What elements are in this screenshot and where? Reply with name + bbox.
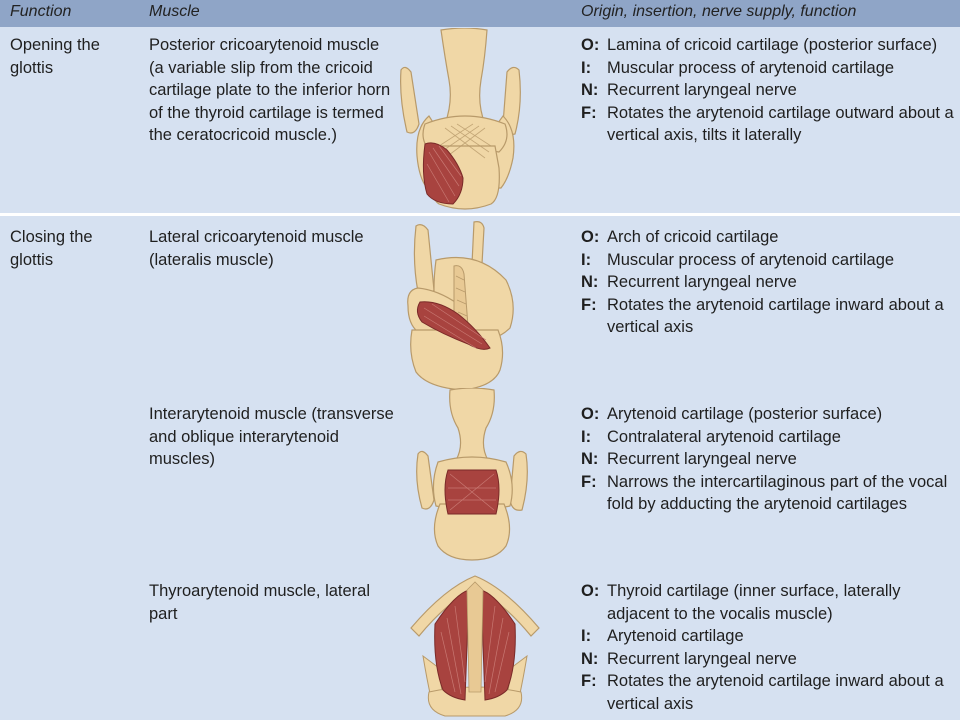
header-muscle: Muscle <box>149 3 200 20</box>
label-o: O: <box>581 228 600 246</box>
detail-insertion: I: Contralateral arytenoid cartilage <box>581 426 960 449</box>
label-o: O: <box>581 582 600 600</box>
label-i: I: <box>581 58 592 77</box>
lateral-cricoarytenoid-illustration <box>407 221 514 391</box>
detail-nerve: N: Recurrent laryngeal nerve <box>581 271 960 294</box>
details-thyroarytenoid: O: Thyroid cartilage (inner surface, late… <box>581 580 960 715</box>
muscle-lateral-cricoarytenoid: Lateral cricoarytenoid muscle (lateralis… <box>149 228 364 269</box>
text-origin: Arch of cricoid cartilage <box>607 228 779 246</box>
label-f: F: <box>581 295 597 314</box>
detail-insertion: I: Muscular process of arytenoid cartilag… <box>581 57 960 80</box>
text-nerve: Recurrent laryngeal nerve <box>607 273 797 291</box>
text-origin: Arytenoid cartilage (posterior surface) <box>607 405 883 423</box>
table-header: Function Muscle Origin, insertion, nerve… <box>0 0 960 27</box>
text-function: Rotates the arytenoid cartilage inward a… <box>607 672 944 713</box>
detail-origin: O: Lamina of cricoid cartilage (posterior… <box>581 34 960 57</box>
text-nerve: Recurrent laryngeal nerve <box>607 81 797 99</box>
label-i: I: <box>581 427 592 446</box>
detail-function: F: Narrows the intercartilaginous part of… <box>581 471 960 516</box>
header-function: Function <box>10 3 72 20</box>
function-opening: Opening the glottis <box>10 36 100 77</box>
function-closing: Closing the glottis <box>10 228 93 269</box>
detail-function: F: Rotates the arytenoid cartilage inward… <box>581 670 960 715</box>
header-origin: Origin, insertion, nerve supply, functio… <box>581 3 857 20</box>
text-insertion: Muscular process of arytenoid cartilage <box>607 250 895 269</box>
details-posterior-cricoarytenoid: O: Lamina of cricoid cartilage (posterior… <box>581 34 960 147</box>
text-insertion: Contralateral arytenoid cartilage <box>607 427 841 446</box>
detail-function: F: Rotates the arytenoid cartilage outwar… <box>581 102 960 147</box>
text-function: Narrows the intercartilaginous part of t… <box>607 472 948 514</box>
group-separator <box>0 213 960 216</box>
text-function: Rotates the arytenoid cartilage inward a… <box>607 295 944 337</box>
details-lateral-cricoarytenoid: O: Arch of cricoid cartilage I: Muscular p… <box>581 226 960 339</box>
detail-insertion: I: Muscular process of arytenoid cartilag… <box>581 249 960 272</box>
label-n: N: <box>581 273 599 291</box>
posterior-cricoarytenoid-illustration <box>400 28 521 210</box>
label-o: O: <box>581 36 600 54</box>
label-i: I: <box>581 627 592 645</box>
detail-origin: O: Arytenoid cartilage (posterior surface… <box>581 403 960 426</box>
text-nerve: Recurrent laryngeal nerve <box>607 649 797 668</box>
details-interarytenoid: O: Arytenoid cartilage (posterior surface… <box>581 403 960 516</box>
text-origin: Thyroid cartilage (inner surface, latera… <box>607 582 901 623</box>
muscle-thyroarytenoid: Thyroarytenoid muscle, lateral part <box>149 582 371 623</box>
label-n: N: <box>581 81 599 99</box>
detail-nerve: N: Recurrent laryngeal nerve <box>581 448 960 471</box>
detail-nerve: N: Recurrent laryngeal nerve <box>581 648 960 671</box>
thyroarytenoid-illustration <box>410 575 540 717</box>
muscle-interarytenoid: Interarytenoid muscle (transverse and ob… <box>149 405 394 468</box>
text-function: Rotates the arytenoid cartilage outward … <box>607 103 954 145</box>
text-insertion: Muscular process of arytenoid cartilage <box>607 58 895 77</box>
label-o: O: <box>581 405 600 423</box>
detail-origin: O: Thyroid cartilage (inner surface, late… <box>581 580 960 625</box>
detail-insertion: I: Arytenoid cartilage <box>581 625 960 648</box>
interarytenoid-illustration <box>416 388 528 561</box>
label-n: N: <box>581 450 599 468</box>
label-f: F: <box>581 672 597 690</box>
text-origin: Lamina of cricoid cartilage (posterior s… <box>607 36 938 54</box>
detail-origin: O: Arch of cricoid cartilage <box>581 226 960 249</box>
muscle-posterior-cricoarytenoid: Posterior cricoarytenoid muscle (a varia… <box>149 36 391 144</box>
text-insertion: Arytenoid cartilage <box>607 627 744 645</box>
label-n: N: <box>581 649 599 668</box>
text-nerve: Recurrent laryngeal nerve <box>607 450 797 468</box>
label-f: F: <box>581 472 597 491</box>
detail-nerve: N: Recurrent laryngeal nerve <box>581 79 960 102</box>
label-i: I: <box>581 250 592 269</box>
label-f: F: <box>581 103 597 122</box>
detail-function: F: Rotates the arytenoid cartilage inward… <box>581 294 960 339</box>
